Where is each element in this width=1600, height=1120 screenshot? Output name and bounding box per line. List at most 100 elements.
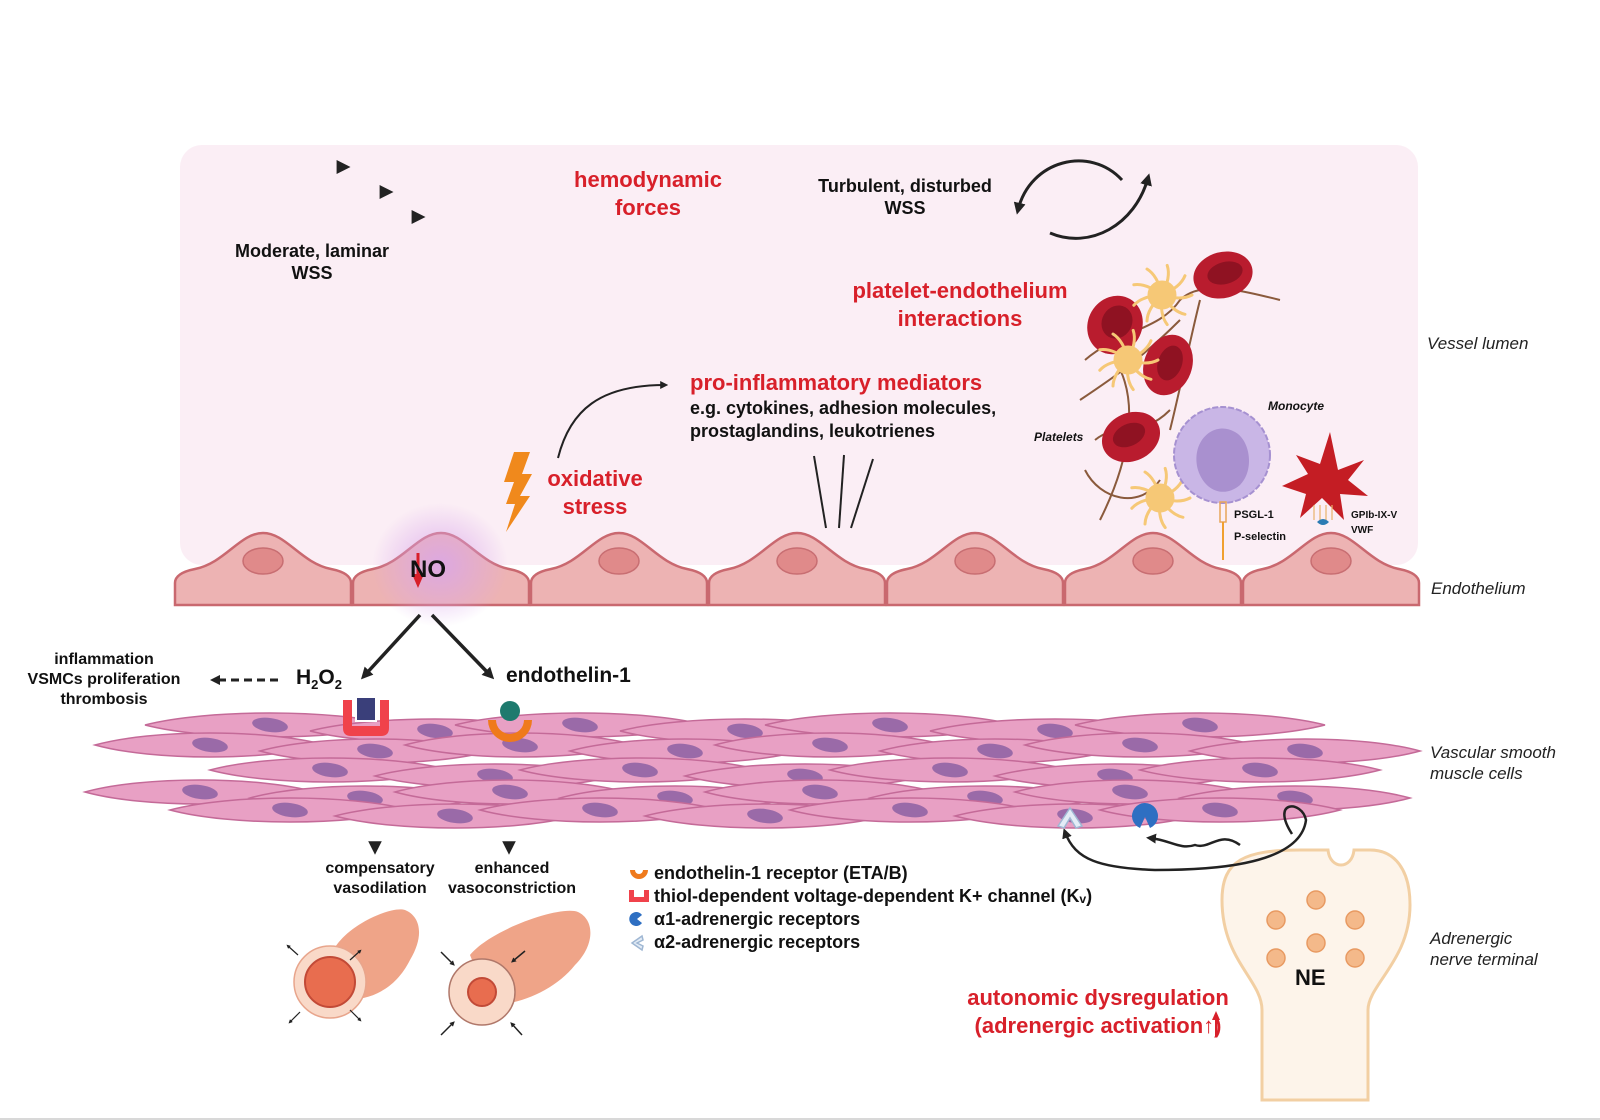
constricted-vessel-icon (440, 910, 591, 1036)
platelet-endothelium-line-2: interactions (897, 306, 1023, 331)
endothelial-cell (885, 531, 1065, 607)
ne-release-arrows (1062, 805, 1308, 872)
turbulent-wss-label: Turbulent, disturbed WSS (800, 175, 1010, 219)
vasodilation-label: compensatory vasodilation (305, 859, 455, 899)
legend-label: endothelin-1 receptor (ETA/B) (654, 863, 908, 883)
h2o2-sub-2: 2 (334, 677, 342, 693)
oxidative-line-2: stress (562, 494, 628, 519)
endothelial-cell (1063, 531, 1243, 607)
hemodynamic-forces-label: hemodynamic forces (548, 166, 748, 222)
legend-item: α1-adrenergic receptors (628, 908, 1092, 931)
k-channel-with-h2o2 (343, 696, 389, 736)
ne-vesicle (1345, 910, 1365, 930)
smooth-muscle-cell (1137, 757, 1383, 783)
activated-platelet (1132, 263, 1194, 327)
endothelin-label: endothelin-1 (506, 664, 631, 687)
proinflammatory-title: pro-inflammatory mediators (690, 370, 983, 395)
proinflammatory-examples: e.g. cytokines, adhesion molecules, pros… (690, 397, 996, 443)
arrow-to-h2o2 (360, 613, 422, 680)
alpha2-receptor-icon (628, 933, 652, 953)
turbulent-flow-arrows (1013, 159, 1152, 240)
dilated-vessel-icon (286, 909, 420, 1024)
nerve-terminal-label: Adrenergic nerve terminal (1430, 928, 1538, 970)
laminar-flow-arrows (200, 160, 426, 224)
smooth-muscle-cell (1097, 797, 1343, 823)
endothelial-cell (707, 531, 887, 607)
consequence-vsmc-proliferation: VSMCs proliferation (27, 671, 181, 688)
monocyte-label: Monocyte (1268, 399, 1325, 413)
ne-vesicle (1306, 890, 1326, 910)
ne-vesicle (1266, 948, 1286, 968)
autonomic-dysregulation-label: autonomic dysregulation (adrenergic acti… (948, 984, 1248, 1040)
pselectin-label: P-selectin (1234, 531, 1286, 543)
platelet-endothelium-label: platelet-endothelium interactions (835, 277, 1085, 333)
nerve-label-line-2: nerve terminal (1430, 950, 1538, 969)
alpha2-receptor-icon (1056, 806, 1084, 829)
circular-arrow-left (1013, 159, 1124, 215)
turbulent-line-1: Turbulent, disturbed (818, 176, 992, 196)
red-blood-cell (1193, 251, 1253, 299)
legend-item: endothelin-1 receptor (ETA/B) (628, 862, 1092, 885)
laminar-line-2: WSS (291, 263, 333, 283)
mediator-release-lines (813, 454, 874, 529)
vasodilation-line-1: compensatory (325, 860, 435, 877)
laminar-line-1: Moderate, laminar (234, 241, 390, 261)
legend-label: α2-adrenergic receptors (654, 932, 861, 952)
h2o2-label: H2O2 (296, 666, 342, 692)
red-blood-cell (1143, 334, 1193, 396)
curved-arrow-oxidative-to-mediators (557, 381, 669, 459)
nerve-label-line-1: Adrenergic (1430, 929, 1513, 948)
ne-vesicle (1266, 910, 1286, 930)
vsmc-layer (82, 712, 1423, 829)
examples-line-2: prostaglandins, leukotrienes (690, 421, 936, 441)
vessel-lumen-label: Vessel lumen (1427, 334, 1529, 353)
oxidative-line-1: oxidative (547, 466, 643, 491)
legend-label: thiol-dependent voltage-dependent K+ cha… (654, 886, 1093, 906)
h2o2-sub-1: 2 (311, 677, 319, 693)
no-glow (372, 503, 508, 627)
up-arrow-icon (1212, 1011, 1220, 1036)
legend: endothelin-1 receptor (ETA/B) thiol-depe… (628, 862, 1092, 954)
hemodynamic-line-2: forces (614, 195, 682, 220)
platelet-endothelium-line-1: platelet-endothelium (852, 278, 1068, 303)
autonomic-line-1: autonomic dysregulation (967, 985, 1229, 1010)
psgl1-pselectin-stalk (1219, 501, 1227, 560)
hemodynamic-line-1: hemodynamic (574, 167, 722, 192)
ne-label: NE (1295, 965, 1326, 990)
down-arrow-icon (412, 553, 424, 588)
oxidative-stress-label: oxidative stress (530, 465, 660, 521)
endothelial-cell (1241, 531, 1421, 607)
activated-platelet-red (1282, 432, 1368, 525)
endothelin-receptor-icon (628, 864, 652, 884)
platelets-label: Platelets (1034, 430, 1084, 444)
activated-platelet (1098, 328, 1160, 392)
consequences-label: inflammation VSMCs proliferation thrombo… (14, 650, 194, 710)
ne-vesicle (1306, 933, 1326, 953)
vsmc-label-line-1: Vascular smooth (1430, 743, 1556, 762)
alpha1-receptor-icon (1132, 803, 1158, 828)
lightning-bolt-icon (504, 452, 532, 532)
endothelium-layer (173, 531, 1421, 607)
h2o2-o: O (318, 666, 335, 689)
no-label: NO (410, 556, 446, 583)
h2o2-h: H (296, 666, 312, 689)
vasoconstriction-label: enhanced vasoconstriction (437, 859, 587, 899)
red-blood-cell (1101, 411, 1161, 463)
vasoconstriction-line-2: vasoconstriction (447, 880, 577, 897)
arrow-to-endothelin (430, 613, 495, 680)
psgl1-label: PSGL-1 (1234, 509, 1274, 521)
vsmc-label-line-2: muscle cells (1430, 764, 1523, 783)
endothelium-label: Endothelium (1431, 579, 1526, 598)
gpib-label: GPIb-IX-V (1351, 510, 1398, 521)
vwf-label: VWF (1351, 525, 1374, 536)
k-channel-icon (628, 887, 652, 907)
endothelin-receptor-with-ligand (488, 701, 532, 742)
ne-vesicle (1345, 948, 1365, 968)
no-pathway-arrows (209, 613, 495, 686)
legend-item: α2-adrenergic receptors (628, 931, 1092, 954)
nerve-terminal (1220, 848, 1412, 1102)
legend-item: thiol-dependent voltage-dependent K+ cha… (628, 885, 1092, 908)
red-blood-cell (1087, 295, 1143, 355)
